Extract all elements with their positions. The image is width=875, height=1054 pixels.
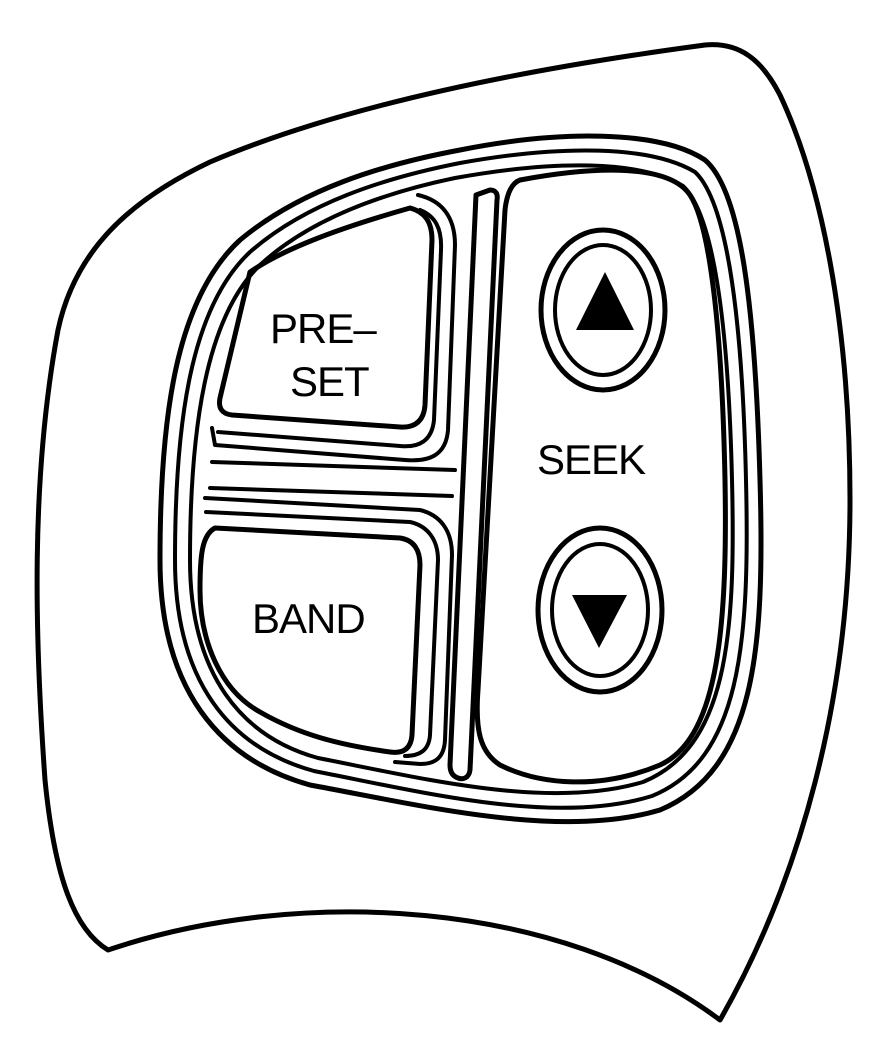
seek-rocker[interactable]: SEEK: [474, 167, 728, 785]
horizontal-divider: [208, 460, 457, 498]
seek-up-ring-inner: [553, 243, 653, 377]
preset-button-face[interactable]: [217, 205, 435, 430]
triangle-down-icon: [572, 595, 627, 648]
preset-label-line1: PRE–: [270, 305, 377, 352]
seek-rocker-face[interactable]: [474, 167, 728, 785]
button-bezel-outer: [157, 133, 764, 825]
control-housing: [34, 42, 853, 1023]
preset-label-line2: SET: [290, 358, 369, 405]
preset-button-recess-inner: [216, 208, 444, 449]
preset-button-recess: [210, 193, 457, 463]
seek-down-ring-outer[interactable]: [535, 525, 665, 695]
band-button-recess-inner: [204, 510, 440, 758]
seek-down-button[interactable]: [535, 525, 665, 695]
seek-up-button[interactable]: [538, 227, 668, 393]
band-label: BAND: [252, 595, 365, 642]
seek-label: SEEK: [537, 436, 646, 483]
seek-down-ring-inner: [550, 542, 650, 678]
band-button-face[interactable]: [197, 525, 423, 755]
center-divider: [447, 187, 500, 782]
band-button[interactable]: BAND: [197, 525, 423, 755]
preset-button[interactable]: PRE– SET: [217, 205, 435, 430]
button-bezel-inner: [173, 148, 749, 810]
seek-up-ring-outer[interactable]: [538, 227, 668, 393]
band-button-recess: [203, 496, 454, 766]
triangle-up-icon: [576, 272, 634, 330]
